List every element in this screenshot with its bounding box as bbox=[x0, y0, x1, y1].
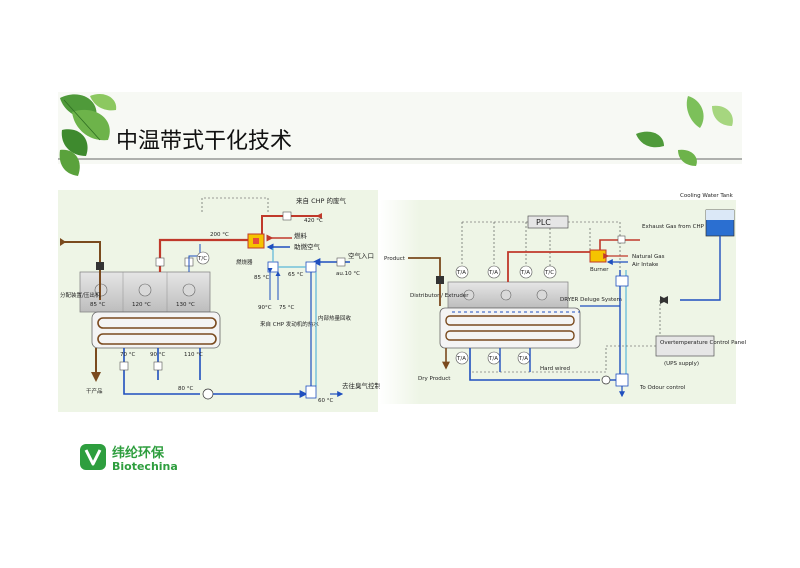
fan-icon bbox=[463, 289, 475, 301]
burner-icon bbox=[589, 249, 607, 263]
fuel-label: 燃料 bbox=[294, 231, 308, 240]
sensor-icon bbox=[487, 265, 501, 279]
natural-gas-label: Natural Gas bbox=[632, 254, 665, 260]
left-process-diagram: 85 °C 120 °C 130 °C 分配装置/压出机 干产品 200 °C … bbox=[58, 190, 395, 412]
bottom-temp-2: 90 °C bbox=[150, 352, 165, 358]
belt-housing bbox=[91, 311, 221, 349]
bottom-temp-1: 70 °C bbox=[120, 352, 135, 358]
fan-icon bbox=[500, 289, 512, 301]
cooling-tank-label: Cooling Water Tank bbox=[680, 193, 734, 199]
overtemp-control-panel bbox=[655, 335, 715, 357]
fan-icon bbox=[536, 289, 548, 301]
feed-valve-icon bbox=[436, 276, 444, 284]
right-control-diagram: PLC Cooling Water Tank T/A T/A T/A T/C bbox=[380, 193, 746, 404]
leaf-decoration-right-icon bbox=[636, 96, 733, 166]
exhaust-fan-icon bbox=[601, 375, 611, 385]
heat-exchanger-icon bbox=[615, 373, 629, 387]
temperature-controller-icon bbox=[196, 251, 210, 265]
chp-exhaust-label: 来自 CHP 的废气 bbox=[296, 196, 346, 205]
exhaust-chp-label: Exhaust Gas from CHP bbox=[642, 224, 705, 230]
bottom-sensors: T/A T/A T/A bbox=[455, 351, 531, 365]
plc-label: PLC bbox=[536, 218, 551, 227]
zone-temp-3: 130 °C bbox=[176, 302, 195, 308]
to-odour-label: 去往臭气控制系统 bbox=[342, 381, 395, 390]
temp-90-label: 90°C bbox=[258, 305, 272, 311]
ups-label: (UPS supply) bbox=[664, 361, 699, 367]
sensor-label: T/A bbox=[488, 270, 498, 276]
tc-label: T/C bbox=[544, 270, 554, 276]
company-logo: 纬纶环保 Biotechina bbox=[80, 444, 178, 473]
belt-housing bbox=[439, 307, 581, 349]
sensor-icon bbox=[455, 351, 469, 365]
burner-label: 燃烧器 bbox=[236, 258, 253, 266]
feed-valve-icon bbox=[96, 262, 104, 270]
heat-recovery-label: 内部热量回收 bbox=[318, 314, 352, 322]
header-band bbox=[58, 92, 742, 164]
burner-label: Burner bbox=[590, 267, 609, 273]
air-inlet-label: 空气入口 bbox=[348, 251, 374, 260]
sensor-icon bbox=[455, 265, 469, 279]
heat-exchanger-icon bbox=[305, 261, 317, 273]
sensor-icon bbox=[519, 265, 533, 279]
sensor-label: T/A bbox=[456, 356, 466, 362]
dry-product-label: 干产品 bbox=[86, 387, 103, 395]
leaf-decoration-left-icon bbox=[59, 93, 117, 176]
chp-hot-water-label: 来自 CHP 发动机的热水 bbox=[260, 320, 319, 328]
page-title: 中温带式干化技术 bbox=[116, 129, 292, 154]
logo-english: Biotechina bbox=[112, 460, 178, 473]
sludge-feed-line bbox=[62, 241, 101, 300]
heat-exchanger-icon bbox=[267, 261, 279, 273]
fan-icon bbox=[138, 283, 152, 297]
logo-mark-icon bbox=[80, 444, 106, 470]
temp-85-label: 85 °C bbox=[254, 275, 269, 281]
bottom-temp-3: 110 °C bbox=[184, 352, 203, 358]
deluge-label: DRYER Deluge System bbox=[560, 297, 622, 303]
dry-product-label: Dry Product bbox=[418, 376, 451, 382]
heat-exchanger-icon bbox=[305, 385, 317, 399]
top-sensors: T/A T/A T/A T/C bbox=[455, 265, 557, 279]
exhaust-fan-icon bbox=[202, 388, 214, 400]
hard-wired-label: Hard wired bbox=[540, 366, 570, 372]
ambient-temp-label: au.10 °C bbox=[336, 271, 360, 277]
exhaust-valve-icon bbox=[282, 211, 292, 221]
temp-200-label: 200 °C bbox=[210, 232, 229, 238]
zone-temp-1: 85 °C bbox=[90, 302, 105, 308]
sensor-label: T/A bbox=[518, 356, 528, 362]
sensor-label: T/A bbox=[520, 270, 530, 276]
to-odour-label: To Odour control bbox=[639, 385, 686, 391]
air-intake-label: Air Intake bbox=[632, 262, 659, 268]
temp-60-label: 60 °C bbox=[318, 398, 333, 404]
distributor-label: 分配装置/压出机 bbox=[60, 291, 101, 299]
sensor-label: T/A bbox=[456, 270, 466, 276]
temp-65-label: 65 °C bbox=[288, 272, 303, 278]
zone-temp-2: 120 °C bbox=[132, 302, 151, 308]
product-in-label: Product bbox=[384, 256, 406, 262]
logo-name: 纬纶环保 bbox=[112, 445, 165, 461]
tc-label: T/C bbox=[197, 256, 207, 262]
fan-icon bbox=[182, 283, 196, 297]
lower-belt bbox=[97, 333, 217, 345]
distributor-label: Distributor / Extruder bbox=[410, 293, 469, 299]
temp-420-label: 420 °C bbox=[304, 218, 323, 224]
combustion-air-label: 助燃空气 bbox=[294, 242, 321, 251]
sensor-label: T/A bbox=[488, 356, 498, 362]
overtemp-panel-label: Overtemperature Control Panel bbox=[660, 340, 746, 346]
temp-75-label: 75 °C bbox=[279, 305, 294, 311]
upper-belt bbox=[97, 317, 217, 329]
temp-80-label: 80 °C bbox=[178, 386, 193, 392]
heat-exchanger-icon bbox=[615, 275, 629, 287]
chp-exhaust-line bbox=[261, 215, 320, 234]
temperature-controller-icon bbox=[543, 265, 557, 279]
